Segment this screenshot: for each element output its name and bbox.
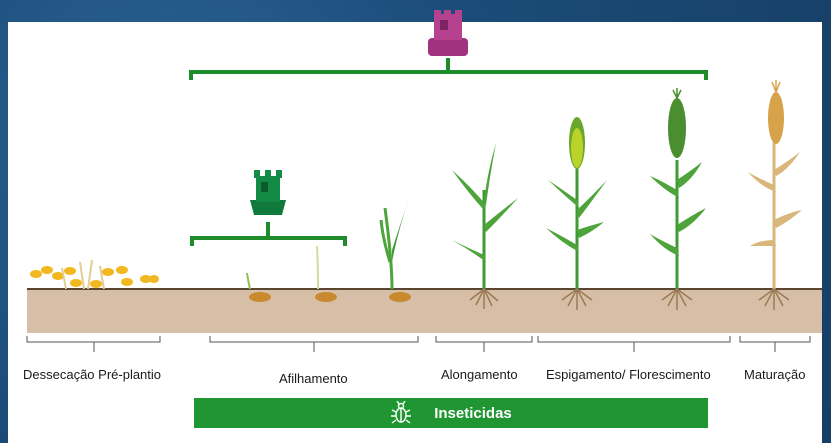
- purple-nozzle-icon: [428, 10, 468, 56]
- dry-plants-illustration: [30, 259, 159, 290]
- bracket-dessecacao: [26, 336, 161, 343]
- bracket-espigamento: [537, 336, 731, 343]
- stage-label-alongamento: Alongamento: [441, 367, 518, 382]
- stage-brackets: [26, 336, 811, 352]
- bracket-afilhamento: [209, 336, 419, 343]
- banner-label: Inseticidas: [434, 404, 512, 422]
- insecticides-banner: Inseticidas: [194, 398, 708, 428]
- stage-label-maturacao: Maturação: [744, 367, 806, 382]
- bracket-maturacao: [739, 336, 811, 343]
- mature-plant: [748, 80, 802, 310]
- diagram-panel: [8, 22, 822, 443]
- flowering-plant: [650, 88, 706, 310]
- seedling-stage-2: [315, 245, 337, 302]
- soil-band: [27, 289, 822, 333]
- stage-label-espigamento: Espigamento/ Florescimento: [546, 367, 711, 382]
- seedling-stage-1: [246, 272, 271, 302]
- beetle-icon: [391, 401, 412, 424]
- bracket-alongamento: [435, 336, 533, 343]
- heading-plant: [546, 117, 607, 310]
- seedling-stage-3: [379, 196, 411, 302]
- stage-label-afilhamento: Afilhamento: [279, 371, 348, 386]
- top-bracket: [189, 58, 708, 80]
- stage-label-dessecacao: Dessecação Pré-plantio: [23, 367, 162, 382]
- green-nozzle-icon: [250, 170, 286, 215]
- lower-bracket: [190, 222, 347, 246]
- elongation-plant: [452, 143, 518, 309]
